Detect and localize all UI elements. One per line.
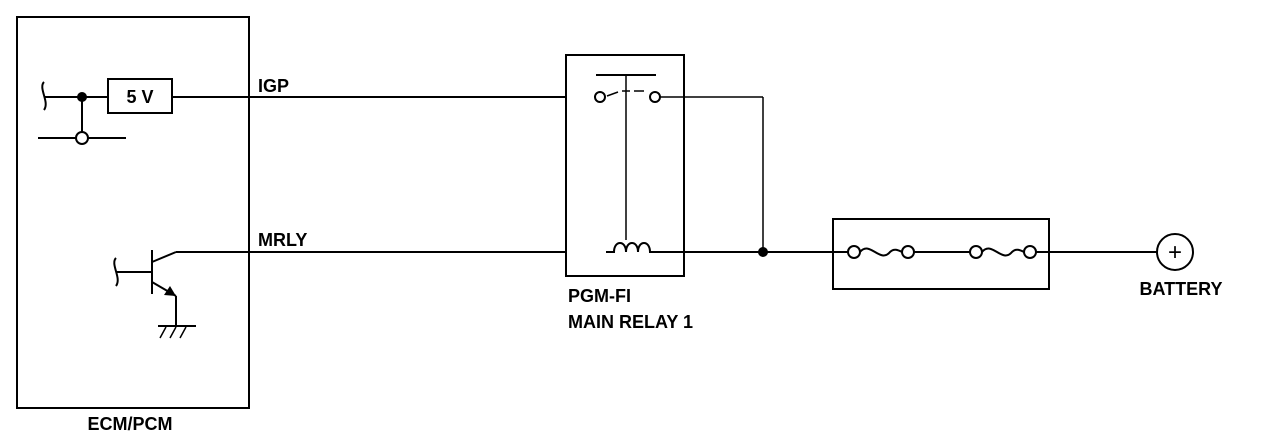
relay-box (565, 54, 685, 277)
fuse-terminal (969, 245, 983, 259)
transistor-collector (151, 251, 177, 263)
mrly-label: MRLY (258, 230, 307, 250)
ecm-pcm-box (16, 16, 250, 409)
relay-coil-icon (606, 242, 660, 253)
main-relay (565, 54, 768, 277)
fuse-terminal (847, 245, 861, 259)
regulator-box (107, 78, 173, 114)
battery-label: BATTERY (1140, 279, 1223, 299)
igp-sense-terminal (75, 131, 89, 145)
fuse-terminal (1023, 245, 1037, 259)
ground-icon (158, 325, 196, 339)
relay-label-line1: PGM-FI (568, 286, 631, 306)
battery-symbol: + (1168, 239, 1182, 266)
fuse-box-outline (832, 218, 1050, 290)
signal-break-symbol (41, 81, 47, 111)
battery-terminal: + (1156, 233, 1194, 271)
relay-switch-dash (606, 91, 619, 97)
regulator-label: 5 V (126, 87, 153, 107)
fuse-terminal (901, 245, 915, 259)
igp-label: IGP (258, 76, 289, 96)
fuse-icon (981, 247, 1025, 257)
fuse-icon (859, 247, 903, 257)
emitter-arrow-icon (164, 286, 176, 296)
ecm-pcm-label: ECM/PCM (88, 414, 173, 434)
fuse-box (832, 218, 1050, 290)
battery-positive-icon (1156, 233, 1194, 271)
relay-label-line2: MAIN RELAY 1 (568, 312, 693, 332)
relay-terminal-left (594, 91, 606, 103)
relay-terminal-right (649, 91, 661, 103)
ecm-pcm-unit: ECM/PCM 5 V (16, 16, 250, 434)
